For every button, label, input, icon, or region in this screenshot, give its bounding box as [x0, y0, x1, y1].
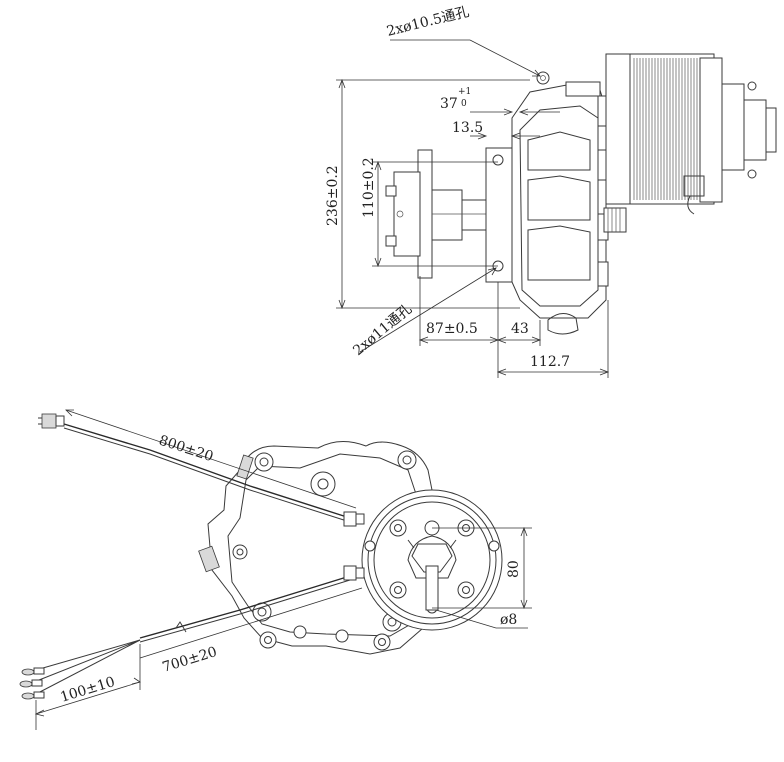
connector-top: [38, 413, 65, 429]
cables: [19, 413, 365, 700]
dim-hole-top: 2xø10.5通孔: [385, 4, 471, 40]
side-view: 2xø10.5通孔 37 +1 0 13.5 236±0.2 110±0.2 2…: [325, 4, 777, 378]
dim-37: 37: [440, 96, 458, 112]
end-view: 800±20 700±20 100±10 80 ø8: [19, 409, 532, 730]
side-dimension-lines: [336, 39, 610, 378]
output-flange: [385, 149, 487, 279]
dim-110: 110±0.2: [361, 157, 377, 218]
end-dimension-lines: [34, 409, 532, 730]
dim-87: 87±0.5: [426, 321, 478, 337]
dim-112-7: 112.7: [530, 354, 570, 370]
dim-37-tol-plus: +1: [458, 87, 471, 97]
motor-body: [605, 53, 777, 215]
dim-13-5: 13.5: [452, 120, 483, 136]
mounting-bracket: [485, 147, 513, 283]
dim-80: 80: [506, 560, 522, 578]
connector-leads: [19, 667, 45, 700]
dim-phi-8: ø8: [500, 612, 517, 628]
mounting-bosses: [232, 450, 417, 651]
dim-37-tol-zero: 0: [461, 99, 467, 109]
dim-236: 236±0.2: [325, 165, 341, 226]
dim-43: 43: [511, 321, 529, 337]
dim-hole-bottom: 2xø11通孔: [350, 301, 415, 359]
dim-cable-800: 800±20: [157, 433, 215, 466]
motor-end-cap: [361, 489, 503, 631]
dim-cable-100: 100±10: [58, 674, 116, 706]
